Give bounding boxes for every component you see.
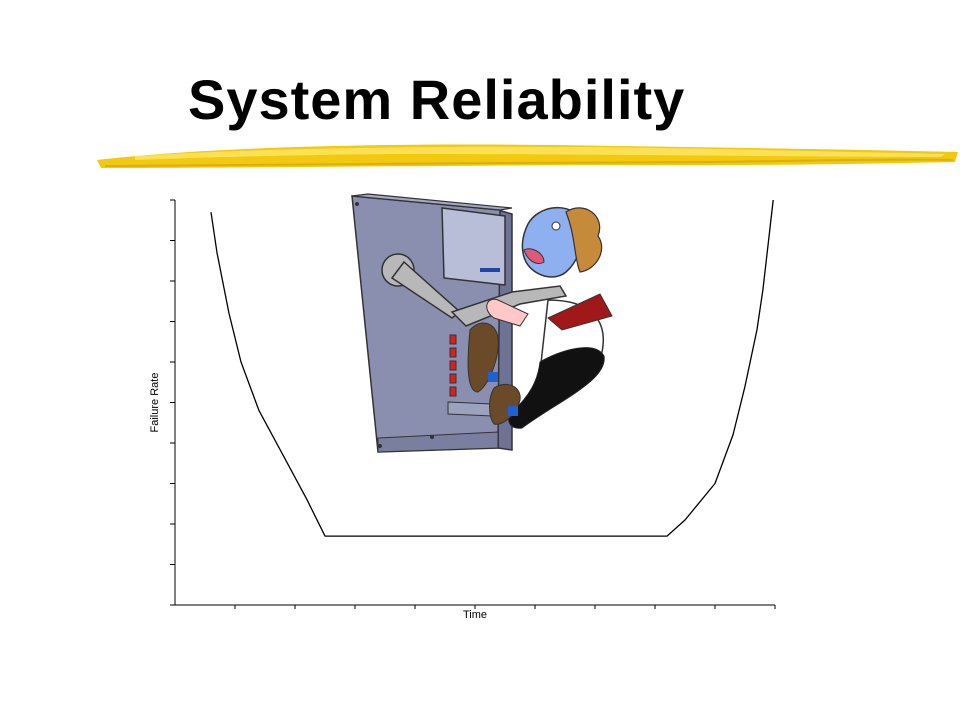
slide-title: System Reliability bbox=[188, 68, 686, 131]
y-axis-label: Failure Rate bbox=[149, 373, 161, 433]
man-sock bbox=[508, 406, 518, 416]
server-screw bbox=[378, 444, 382, 448]
server-base bbox=[377, 431, 499, 453]
title-underline-brushstroke bbox=[97, 144, 958, 168]
man-arm bbox=[486, 298, 529, 327]
man-sock bbox=[488, 372, 498, 382]
server-led bbox=[449, 347, 457, 358]
server-led bbox=[449, 334, 457, 345]
server-led-blue bbox=[480, 268, 500, 272]
server-top bbox=[351, 193, 513, 211]
man-hair bbox=[565, 207, 603, 273]
chart-ticks bbox=[170, 199, 776, 609]
man-pants bbox=[508, 347, 605, 429]
underline-highlight bbox=[135, 146, 945, 160]
server-screen bbox=[441, 207, 506, 286]
server-screw bbox=[430, 435, 434, 439]
server-led bbox=[449, 360, 457, 371]
x-axis-label: Time bbox=[463, 609, 487, 621]
failure-rate-curve bbox=[210, 199, 774, 537]
frustrated-man-wrestling-computer-icon bbox=[351, 193, 613, 453]
man-tongue bbox=[523, 248, 545, 264]
server-screw bbox=[355, 202, 359, 206]
man-tie bbox=[547, 293, 613, 331]
server-drive-slot bbox=[447, 401, 493, 417]
server-led bbox=[449, 373, 457, 384]
underline-dark-edge bbox=[104, 158, 954, 167]
man-eye bbox=[551, 221, 561, 231]
server-led bbox=[449, 386, 457, 397]
